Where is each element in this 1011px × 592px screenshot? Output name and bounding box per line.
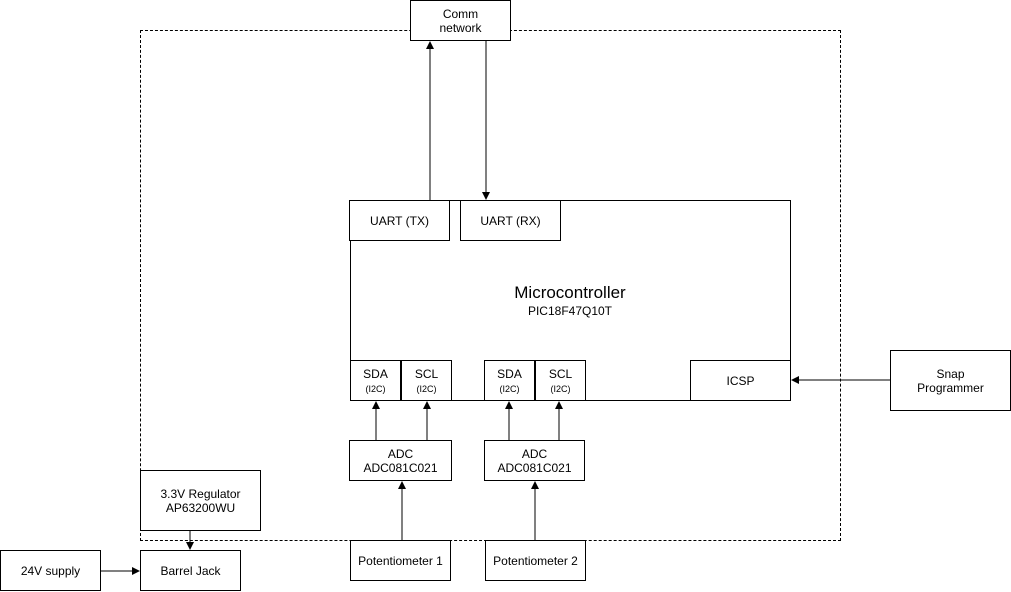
- adc-2-line1: ADC: [521, 446, 548, 461]
- scl-pin-2: SCL (I2C): [535, 360, 586, 401]
- icsp-block: ICSP: [690, 360, 791, 401]
- supply-label: 24V supply: [20, 563, 81, 578]
- microcontroller-title: Microcontroller: [514, 283, 626, 302]
- sda-pin-1: SDA (I2C): [350, 360, 401, 401]
- microcontroller-part-number: PIC18F47Q10T: [527, 304, 613, 318]
- sda-pin-2-protocol: (I2C): [499, 383, 520, 394]
- sda-pin-1-protocol: (I2C): [365, 383, 386, 394]
- barrel-jack-block: Barrel Jack: [140, 550, 241, 591]
- icsp-label: ICSP: [726, 373, 755, 388]
- uart-rx-label: UART (RX): [480, 213, 541, 228]
- snap-programmer-line1: Snap: [936, 366, 965, 381]
- potentiometer-1-label: Potentiometer 1: [358, 553, 443, 568]
- uart-rx-block: UART (RX): [460, 200, 561, 241]
- uart-tx-label: UART (TX): [370, 213, 429, 228]
- regulator-block: 3.3V Regulator AP63200WU: [140, 470, 261, 531]
- comm-network-block: Comm network: [410, 0, 511, 41]
- adc-block-2: ADC ADC081C021: [484, 440, 585, 481]
- barrel-jack-label: Barrel Jack: [160, 563, 221, 578]
- comm-network-line1: Comm: [442, 6, 479, 21]
- scl-pin-2-label: SCL: [548, 366, 573, 381]
- scl-pin-1: SCL (I2C): [401, 360, 452, 401]
- adc-2-line2: ADC081C021: [497, 460, 572, 475]
- sda-pin-1-label: SDA: [363, 366, 388, 381]
- snap-programmer-line2: Programmer: [917, 380, 984, 395]
- scl-pin-1-protocol: (I2C): [416, 383, 437, 394]
- supply-block: 24V supply: [0, 550, 101, 591]
- scl-pin-1-label: SCL: [414, 366, 439, 381]
- regulator-line1: 3.3V Regulator: [160, 486, 241, 501]
- adc-1-line1: ADC: [387, 446, 414, 461]
- potentiometer-2-block: Potentiometer 2: [485, 540, 586, 581]
- adc-block-1: ADC ADC081C021: [349, 440, 452, 481]
- regulator-line2: AP63200WU: [165, 500, 236, 515]
- potentiometer-2-label: Potentiometer 2: [493, 553, 578, 568]
- comm-network-line2: network: [439, 20, 482, 35]
- scl-pin-2-protocol: (I2C): [550, 383, 571, 394]
- sda-pin-2: SDA (I2C): [484, 360, 535, 401]
- adc-1-line2: ADC081C021: [363, 460, 438, 475]
- potentiometer-1-block: Potentiometer 1: [350, 540, 451, 581]
- sda-pin-2-label: SDA: [497, 366, 522, 381]
- uart-tx-block: UART (TX): [349, 200, 450, 241]
- snap-programmer-block: Snap Programmer: [890, 350, 1011, 411]
